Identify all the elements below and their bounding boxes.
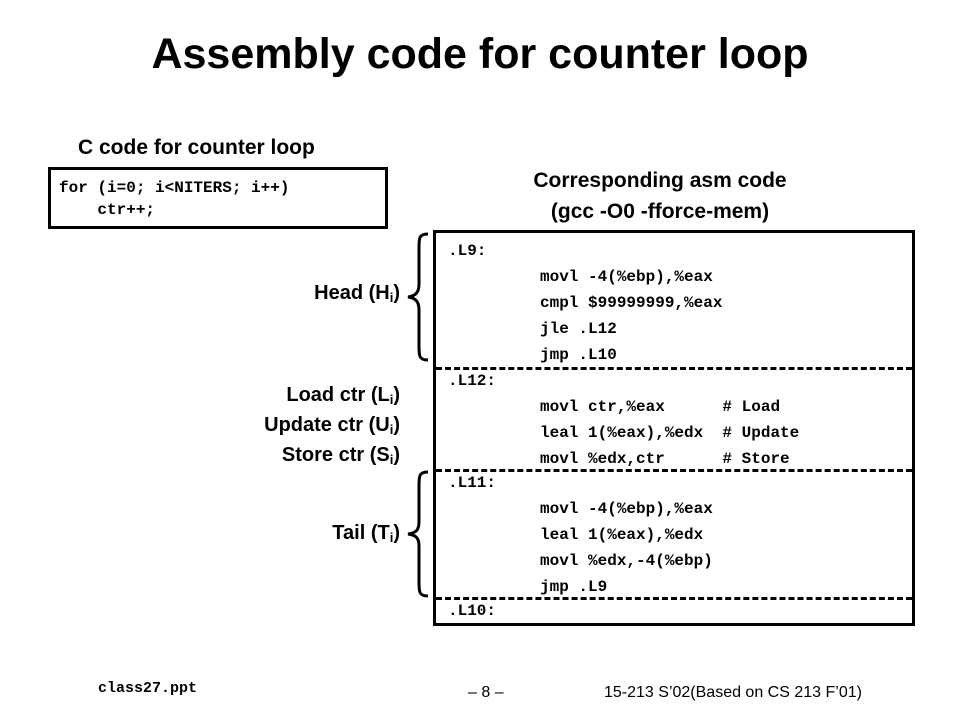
asm-heading-line1: Corresponding asm code [533, 169, 787, 192]
asm-instruction-line: leal 1(%eax),%edx [540, 526, 704, 544]
asm-instruction-line: movl %edx,-4(%ebp) [540, 552, 713, 570]
c-code-line: ctr++; [59, 201, 156, 219]
section-divider [436, 597, 912, 600]
asm-code-box: .L9: movl -4(%ebp),%eax cmpl $99999999,%… [433, 230, 915, 626]
asm-instruction-line: movl -4(%ebp),%eax [540, 500, 713, 518]
c-code-heading: C code for counter loop [78, 136, 315, 159]
asm-instruction-line: movl -4(%ebp),%eax [540, 268, 713, 286]
section-divider [436, 367, 912, 370]
asm-instruction-line: cmpl $99999999,%eax [540, 294, 723, 312]
asm-heading-line2: (gcc -O0 -fforce-mem) [550, 200, 770, 223]
footer-filename: class27.ppt [98, 680, 198, 697]
load-label: Load ctr (Li) [286, 384, 400, 407]
asm-instruction-line: movl %edx,ctr # Store [540, 450, 790, 468]
asm-instruction-line: movl ctr,%eax # Load [540, 398, 781, 416]
c-code-line: for (i=0; i<NITERS; i++) [59, 179, 290, 197]
asm-instruction-line: jle .L12 [540, 320, 617, 338]
asm-instruction-line: jmp .L10 [540, 346, 617, 364]
asm-label-line: .L11: [448, 474, 497, 492]
section-divider [436, 469, 912, 472]
page-title: Assembly code for counter loop [151, 30, 809, 78]
asm-label-line: .L10: [448, 602, 497, 620]
head-label: Head (Hi) [314, 282, 400, 305]
asm-label-line: .L9: [448, 242, 487, 260]
tail-label: Tail (Ti) [332, 522, 400, 545]
asm-label-line: .L12: [448, 372, 497, 390]
tail-brace [407, 470, 429, 598]
asm-instruction-line: leal 1(%eax),%edx # Update [540, 424, 800, 442]
head-brace [407, 232, 429, 362]
asm-instruction-line: jmp .L9 [540, 578, 608, 596]
footer-course-info: 15-213 S’02(Based on CS 213 F’01) [604, 684, 862, 701]
c-code-box: for (i=0; i<NITERS; i++) ctr++; [48, 167, 388, 229]
footer-page-number: – 8 – [468, 684, 504, 701]
update-label: Update ctr (Ui) [264, 414, 400, 437]
store-label: Store ctr (Si) [281, 444, 400, 467]
